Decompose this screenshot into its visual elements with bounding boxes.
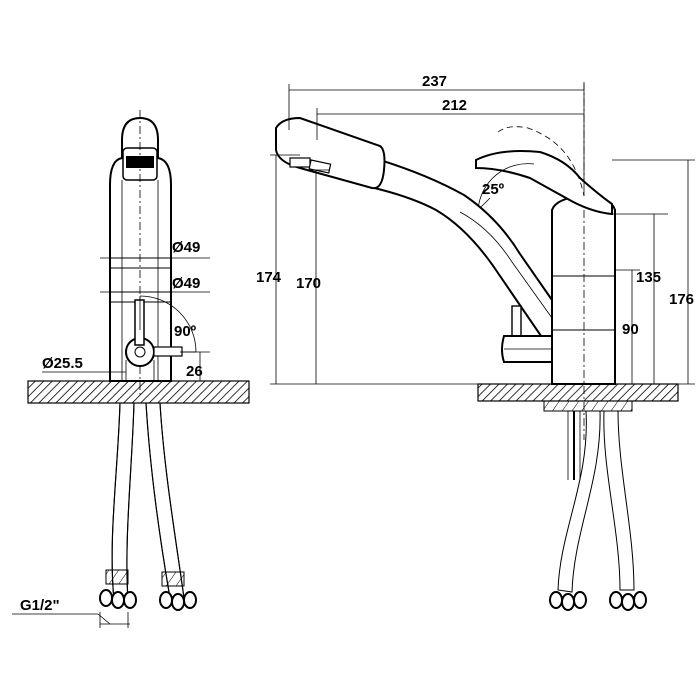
side-hose-right [603,410,635,591]
front-hose-fitting-left [99,569,137,609]
front-diameter-handle-label: Ø25.5 [42,355,83,372]
side-spout-arm [365,148,553,356]
height-174-label: 174 [256,269,282,286]
front-handle-lever [134,299,145,346]
side-hose-left [557,410,601,593]
height-90-label: 90 [622,321,639,338]
side-hose-fitting-left [549,591,587,611]
side-view: 237 212 25º 174 170 135 176 90 [256,73,695,611]
front-countertop [27,380,250,404]
side-hose-fitting-right [609,591,647,611]
front-faucet-body [109,116,172,382]
height-176-label: 176 [669,291,694,308]
front-view: Ø49 Ø49 Ø25.5 90º 26 G1/2" [12,110,250,628]
front-hose-fitting-right [159,571,197,611]
side-filter-tap-lever [511,305,522,339]
height-135-label: 135 [636,269,661,286]
side-countertop [477,383,679,402]
overall-length-label: 237 [422,73,447,90]
height-170-label: 170 [296,275,321,292]
spout-angle-label: 25º [482,181,505,198]
front-diameter-upper-label: Ø49 [172,239,200,256]
side-mount-plate [543,400,633,412]
front-offset-26-label: 26 [186,363,203,380]
side-aerator [289,157,311,168]
thread-size-label: G1/2" [20,597,60,614]
side-faucet-body [551,194,616,385]
spout-length-label: 212 [442,97,467,114]
front-rotation-angle-label: 90º [174,323,197,340]
front-diameter-lower-label: Ø49 [172,275,200,292]
side-lever-alt-position [497,126,585,197]
side-spout-head [275,116,386,190]
